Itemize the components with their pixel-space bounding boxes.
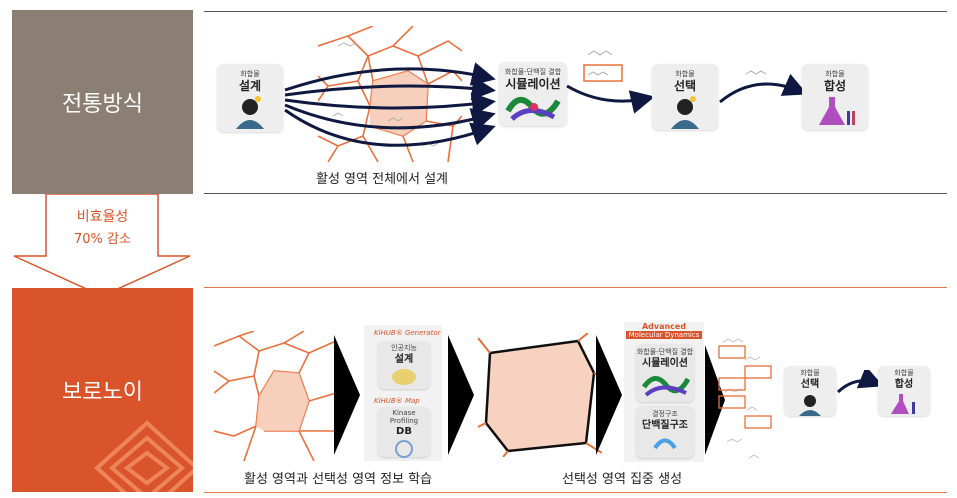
design-card-small: 화합물 — [240, 70, 260, 78]
flask-icon — [891, 394, 915, 414]
sim-card-big: 시뮬레이션 — [505, 77, 561, 91]
synth-card-small: 화합물 — [825, 70, 845, 78]
thinking-person-icon — [799, 395, 821, 416]
adv-line2: Molecular Dynamics — [626, 331, 702, 339]
traditional-selected-compound — [583, 50, 623, 82]
sim-card-small: 화합물-단백질 결합 — [504, 68, 562, 76]
voronoi-label-band: 보로노이 — [12, 288, 193, 492]
chevron-arrow-4 — [705, 345, 725, 455]
ai-big: 설계 — [394, 354, 414, 365]
voronoi-caption-right: 선택성 영역 집중 생성 — [562, 472, 683, 487]
kihub-generator-label: KiHUB® Generator — [374, 329, 441, 337]
crystal-small: 결정구조 — [652, 410, 678, 418]
thinking-person-icon — [671, 96, 699, 129]
voronoi-zoomed-region — [478, 333, 602, 457]
generated-compounds — [718, 338, 772, 459]
traditional-sim-card: 화합물-단백질 결합 시뮬레이션 — [499, 62, 567, 126]
protein-ribbon-icon — [653, 438, 677, 450]
kihub-panel: KiHUB® Generator 인공지능 설계 KiHUB® Map Kina… — [364, 325, 442, 461]
ai-small: 인공지능 — [391, 344, 417, 352]
v-sim-big: 시뮬레이션 — [642, 358, 688, 369]
select-card-big: 선택 — [673, 79, 697, 93]
protein-structure-icon — [641, 376, 691, 397]
crystal-big: 단백질구조 — [642, 420, 688, 431]
db-label: DB — [396, 426, 412, 437]
reduction-line1: 비효율성 — [76, 209, 129, 225]
voronoi-top-rule — [204, 287, 947, 288]
voronoi-arrow-to-synth — [836, 370, 884, 394]
v-synth-big: 합성 — [894, 379, 914, 390]
traditional-fan-arrows — [284, 62, 496, 147]
v-sim-small: 화합물-단백질 결합 — [636, 348, 694, 356]
voronoi-label: 보로노이 — [62, 380, 143, 405]
flask-icon — [819, 97, 855, 125]
traditional-label: 전통방식 — [62, 92, 143, 117]
reduction-arrow — [13, 194, 191, 297]
synth-card-big: 합성 — [823, 79, 847, 93]
kihub-map-label: KiHUB® Map — [374, 397, 420, 405]
reduction-line2: 70% 감소 — [74, 232, 131, 247]
thinking-person-icon — [236, 96, 264, 129]
voronoi-bottom-rule — [204, 492, 947, 493]
voronoi-mesh-left — [214, 331, 336, 461]
adv-line1: Advanced — [641, 322, 687, 331]
traditional-label-band: 전통방식 — [12, 10, 193, 194]
brain-icon — [392, 369, 416, 385]
chevron-arrow-1 — [334, 335, 360, 455]
design-card-big: 설계 — [238, 79, 262, 93]
traditional-design-card: 화합물 설계 — [217, 64, 283, 132]
chevron-arrow-2 — [448, 335, 474, 455]
crystal-structure-card: 결정구조 단백질구조 — [636, 406, 694, 458]
kinase-profiling: Kinase Profiling — [389, 409, 419, 425]
voronoi-select-card: 화합물 선택 — [784, 366, 836, 416]
v-select-big: 선택 — [800, 379, 820, 390]
traditional-select-card: 화합물 선택 — [652, 64, 718, 130]
voronoi-sim-card: 화합물-단백질 결합 시뮬레이션 — [636, 344, 694, 402]
top-rule — [204, 11, 947, 12]
protein-structure-icon — [505, 97, 561, 121]
traditional-arrow-to-synth — [719, 70, 808, 104]
mid-rule — [204, 193, 947, 194]
select-card-small: 화합물 — [675, 70, 695, 78]
chevron-arrow-3 — [596, 335, 622, 455]
v-select-small: 화합물 — [800, 369, 820, 377]
traditional-arrow-to-select — [566, 84, 655, 114]
logo-pattern — [94, 420, 193, 492]
advanced-md-panel: Advanced Molecular Dynamics 화합물-단백질 결합 시… — [624, 322, 704, 462]
kinase-db-card: Kinase Profiling DB — [378, 407, 430, 458]
v-synth-small: 화합물 — [894, 369, 914, 377]
traditional-synth-card: 화합물 합성 — [802, 64, 868, 130]
kinome-tree-icon — [395, 440, 413, 458]
traditional-caption: 활성 영역 전체에서 설계 — [316, 172, 448, 187]
ai-design-card: 인공지능 설계 — [378, 341, 430, 389]
voronoi-synth-card: 화합물 합성 — [878, 366, 930, 416]
voronoi-caption-left: 활성 영역과 선택성 영역 정보 학습 — [244, 472, 433, 487]
